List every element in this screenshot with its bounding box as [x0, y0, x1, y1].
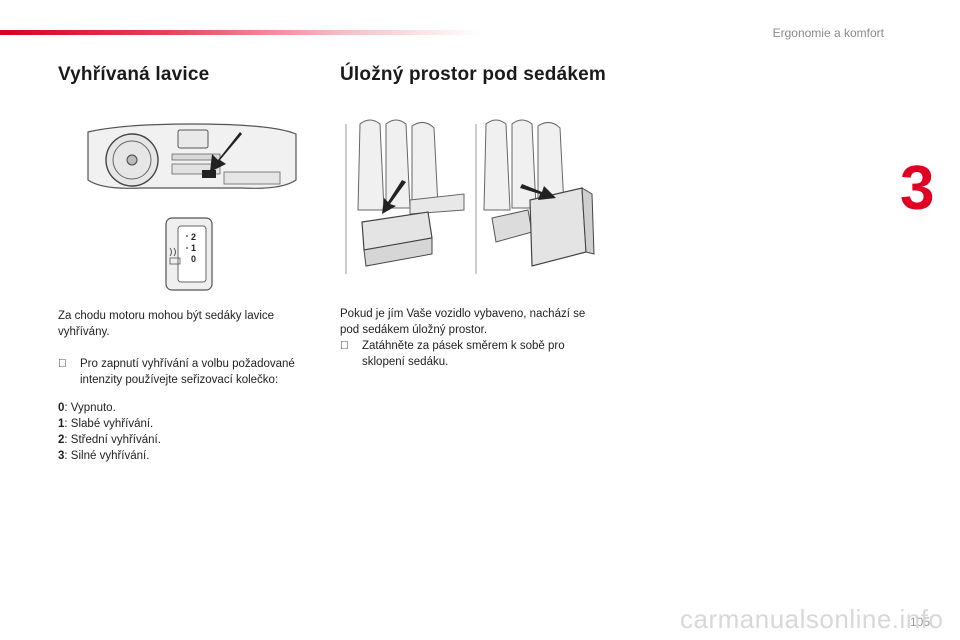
dial-label-0: 0 [191, 254, 196, 264]
watermark: carmanualsonline.info [680, 604, 944, 634]
heating-levels-list: 0: Vypnuto. 1: Slabé vyhřívání. 2: Střed… [58, 400, 308, 464]
level-item: 3: Silné vyhřívání. [58, 450, 150, 462]
heating-dial-illustration: 2 1 0 [165, 217, 213, 291]
bullet-marker:  [58, 356, 70, 372]
storage-bullet-text: Zatáhněte za pásek směrem k sobě pro skl… [362, 340, 565, 368]
section-header: Ergonomie a komfort [772, 26, 884, 40]
level-item: 2: Střední vyhřívání. [58, 434, 161, 446]
heated-bench-intro: Za chodu motoru mohou být sedáky lavice … [58, 310, 275, 338]
chapter-number: 3 [900, 154, 935, 223]
bench-seat-storage-illustration-1 [340, 114, 468, 286]
page-number: 105 [910, 615, 931, 629]
storage-intro: Pokud je jím Vaše vozidlo vybaveno, nach… [340, 308, 586, 336]
bullet-marker:  [340, 338, 352, 354]
top-accent-bar [0, 30, 480, 35]
level-item: 0: Vypnuto. [58, 402, 116, 414]
storage-bullet:  Zatáhněte za pásek směrem k sobě pro s… [340, 338, 590, 370]
under-seat-storage-title: Úložný prostor pod sedákem [340, 64, 606, 85]
dial-label-1: 1 [191, 243, 196, 253]
dial-label-2: 2 [191, 232, 196, 242]
heated-bench-bullet-text: Pro zapnutí vyhřívání a volbu požadované… [80, 358, 295, 386]
level-item: 1: Slabé vyhřívání. [58, 418, 154, 430]
bench-seat-storage-illustration-2 [472, 114, 600, 286]
dashboard-illustration [87, 123, 297, 189]
heated-bench-bullet:  Pro zapnutí vyhřívání a volbu požadova… [58, 356, 320, 388]
heated-bench-title: Vyhřívaná lavice [58, 64, 210, 85]
